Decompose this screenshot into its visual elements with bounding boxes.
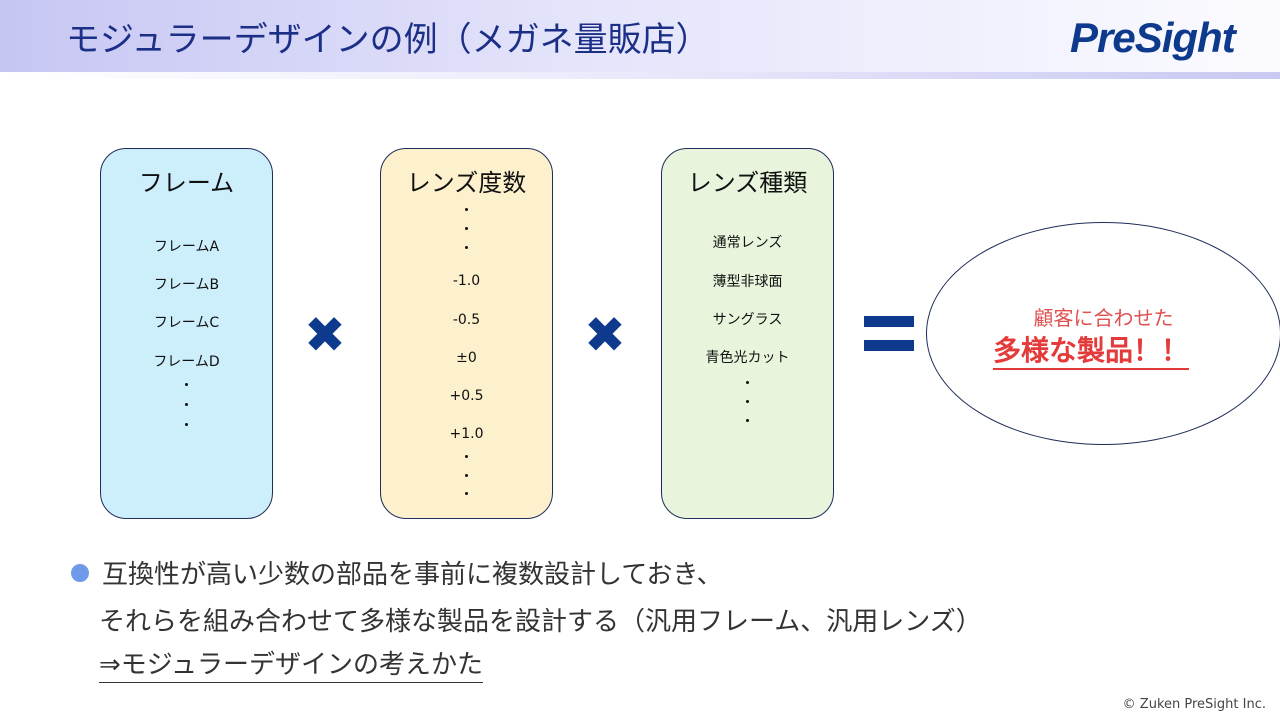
list-item: 薄型非球面: [712, 274, 783, 290]
bullet-text-line3: ⇒モジュラーデザインの考えかた: [99, 648, 483, 683]
ellipsis-dot: [465, 208, 468, 211]
list-item: 通常レンズ: [712, 235, 783, 251]
lens-type-box-title: レンズ種類: [687, 169, 808, 197]
list-item: フレームA: [153, 239, 220, 255]
ellipsis-dot: [746, 419, 749, 422]
bullet-text-line2: それらを組み合わせて多様な製品を設計する（汎用フレーム、汎用レンズ）: [99, 607, 982, 637]
list-item: -1.0: [452, 273, 481, 289]
ellipsis-dot: [465, 474, 468, 477]
frame-box: フレーム フレームA フレームB フレームC フレームD: [100, 148, 273, 519]
list-item: フレームC: [153, 315, 220, 331]
result-ellipse: [926, 222, 1280, 445]
lens-power-box-title: レンズ度数: [406, 169, 527, 197]
ellipsis-dot: [465, 246, 468, 249]
ellipsis-dot: [465, 455, 468, 458]
list-item: -0.5: [452, 312, 481, 328]
multiply-icon: ✖: [584, 306, 626, 364]
list-item: +1.0: [449, 426, 484, 442]
ellipsis-dot: [465, 227, 468, 230]
equals-icon: [864, 316, 914, 352]
slide-title: モジュラーデザインの例（メガネ量販店）: [66, 20, 710, 60]
list-item: フレームD: [153, 354, 220, 370]
bullet-text-line1: 互換性が高い少数の部品を事前に複数設計しておき、: [102, 560, 723, 590]
lens-type-box: レンズ種類 通常レンズ 薄型非球面 サングラス 青色光カット: [661, 148, 834, 519]
lens-power-box: レンズ度数 -1.0 -0.5 ±0 +0.5 +1.0: [380, 148, 553, 519]
header-divider: [0, 72, 1280, 79]
result-subtitle: 顧客に合わせた: [1033, 306, 1174, 330]
ellipsis-dot: [465, 492, 468, 495]
ellipsis-dot: [746, 400, 749, 403]
list-item: サングラス: [712, 312, 783, 328]
multiply-icon: ✖: [304, 306, 346, 364]
list-item: ±0: [456, 350, 477, 366]
list-item: +0.5: [449, 388, 484, 404]
list-item: フレームB: [153, 277, 220, 293]
list-item: 青色光カット: [705, 350, 790, 366]
ellipsis-dot: [185, 423, 188, 426]
frame-box-title: フレーム: [138, 169, 235, 197]
bullet-icon: [71, 564, 89, 582]
result-headline: 多様な製品！！: [993, 335, 1190, 370]
copyright: © Zuken PreSight Inc.: [1122, 697, 1266, 712]
presight-logo: PreSight: [1070, 14, 1236, 61]
header-bar: [0, 0, 1280, 72]
ellipsis-dot: [185, 383, 188, 386]
ellipsis-dot: [746, 381, 749, 384]
ellipsis-dot: [185, 403, 188, 406]
